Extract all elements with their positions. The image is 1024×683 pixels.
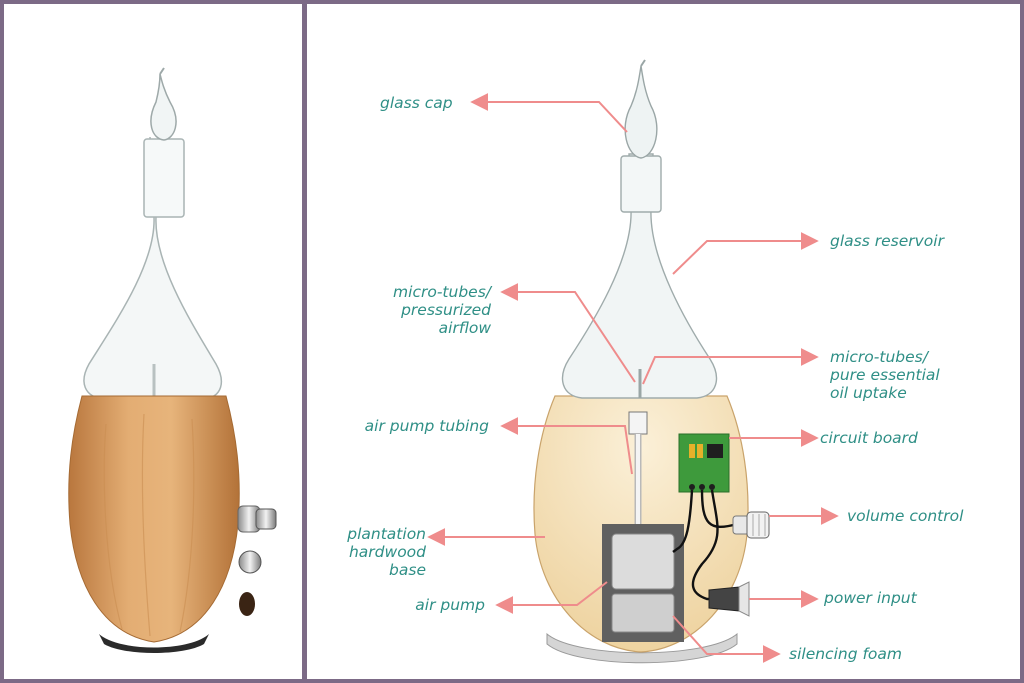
air-pump <box>612 534 674 589</box>
label-glass-cap: glass cap <box>380 94 453 112</box>
label-micro-tubes-airflow-1: micro-tubes/ <box>393 283 493 301</box>
glass-reservoir-arrow <box>673 241 817 274</box>
wood-base <box>69 396 240 642</box>
diffuser-photo <box>4 4 302 679</box>
label-glass-reservoir: glass reservoir <box>830 232 946 250</box>
cutaway-diagram-panel: glass cap glass reservoir micro-tubes/ p… <box>307 4 1020 679</box>
label-air-pump: air pump <box>415 596 485 614</box>
product-photo-panel <box>4 4 302 679</box>
label-micro-tubes-oil-2: pure essential <box>829 366 940 384</box>
label-silencing-foam: silencing foam <box>789 645 902 663</box>
glass-neck <box>144 139 184 217</box>
glass-neck <box>621 156 661 212</box>
tube-connector <box>629 412 647 434</box>
volume-control-knob-icon <box>733 512 769 538</box>
glass-cap <box>625 66 657 158</box>
label-power-input: power input <box>823 589 918 607</box>
label-plantation-base-3: base <box>389 561 426 579</box>
glass-cap-arrow <box>472 102 627 132</box>
cutaway-diagram: glass cap glass reservoir micro-tubes/ p… <box>307 4 1020 679</box>
label-plantation-base-2: hardwood <box>349 543 426 561</box>
volume-knob-icon <box>238 506 276 532</box>
power-button-icon <box>239 551 261 573</box>
label-plantation-base-1: plantation <box>346 525 426 543</box>
label-micro-tubes-airflow-2: pressurized <box>400 301 491 319</box>
label-volume-control: volume control <box>847 507 964 525</box>
label-micro-tubes-oil-1: micro-tubes/ <box>830 348 930 366</box>
power-port-icon <box>239 592 255 616</box>
label-micro-tubes-airflow-3: airflow <box>439 319 492 337</box>
label-circuit-board: circuit board <box>820 429 918 447</box>
glass-cap <box>151 74 176 140</box>
label-micro-tubes-oil-3: oil uptake <box>830 384 907 402</box>
circuit-board <box>679 434 729 492</box>
label-air-pump-tubing: air pump tubing <box>365 417 490 435</box>
